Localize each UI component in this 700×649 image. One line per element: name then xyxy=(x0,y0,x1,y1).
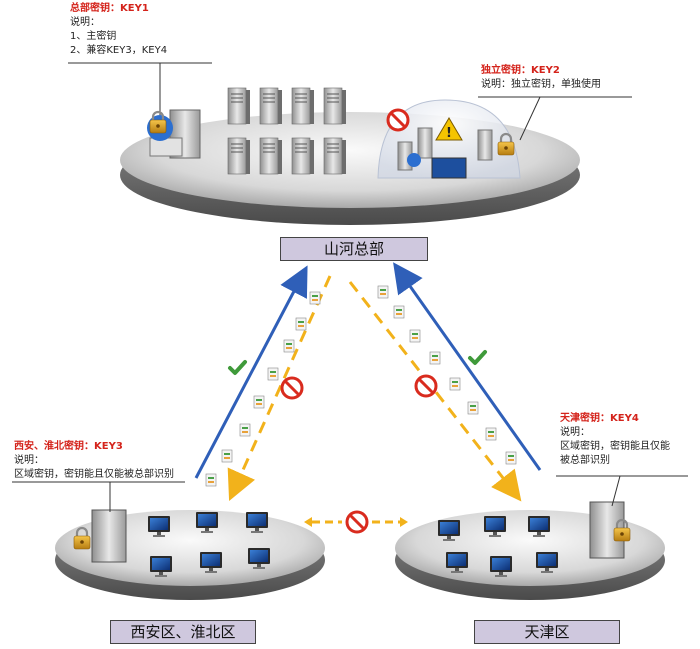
no-sign-icon-left xyxy=(280,376,304,400)
check-icon-right xyxy=(468,350,487,365)
xian-key-note: 西安、淮北密钥：KEY3 说明： 区域密钥，密钥能且仅能被总部识别 xyxy=(14,440,174,482)
hq-key-desc-line: 1、主密钥 xyxy=(70,31,117,42)
xian-key-desc-line: 区域密钥，密钥能且仅能被总部识别 xyxy=(14,469,174,480)
no-sign-icon-regions xyxy=(345,510,369,534)
svg-text:!: ! xyxy=(446,126,452,141)
independent-key-desc-line: 说明：独立密钥，单独使用 xyxy=(481,79,601,90)
hq-key-desc-line: 说明： xyxy=(70,17,100,28)
hq-key-server-icon xyxy=(147,109,201,159)
hq-no-access-icon xyxy=(386,108,410,132)
xian-platform xyxy=(55,509,325,600)
tianjin-key-desc-line: 说明： xyxy=(560,427,590,438)
arrow-xian-to-hq xyxy=(194,265,308,479)
hq-key-title: 总部密钥：KEY1 xyxy=(70,3,149,14)
hq-label: 山河总部 xyxy=(280,237,428,261)
tianjin-key-title: 天津密钥：KEY4 xyxy=(560,413,639,424)
independent-key-note: 独立密钥：KEY2 说明：独立密钥，单独使用 xyxy=(481,64,601,92)
independent-zone-dome: ! xyxy=(377,99,521,179)
independent-key-title: 独立密钥：KEY2 xyxy=(481,65,560,76)
tianjin-platform xyxy=(395,501,665,600)
check-icon-left xyxy=(228,360,247,375)
xian-key-desc-line: 说明： xyxy=(14,455,44,466)
tianjin-key-note: 天津密钥：KEY4 说明： 区域密钥，密钥能且仅能 被总部识别 xyxy=(560,412,670,468)
xian-key-title: 西安、淮北密钥：KEY3 xyxy=(14,441,123,452)
xian-label: 西安区、淮北区 xyxy=(110,620,256,644)
arrow-hq-to-tianjin xyxy=(348,281,522,502)
hq-key-note: 总部密钥：KEY1 说明： 1、主密钥 2、兼容KEY3，KEY4 xyxy=(70,2,167,58)
hq-key-desc-line: 2、兼容KEY3，KEY4 xyxy=(70,45,168,56)
tianjin-key-desc-line: 被总部识别 xyxy=(560,455,610,466)
packet-icons-right xyxy=(377,285,517,465)
tianjin-label: 天津区 xyxy=(474,620,620,644)
arrow-tianjin-to-hq xyxy=(393,262,542,471)
no-sign-icon-right xyxy=(414,374,438,398)
tianjin-key-desc-line: 区域密钥，密钥能且仅能 xyxy=(560,441,670,452)
